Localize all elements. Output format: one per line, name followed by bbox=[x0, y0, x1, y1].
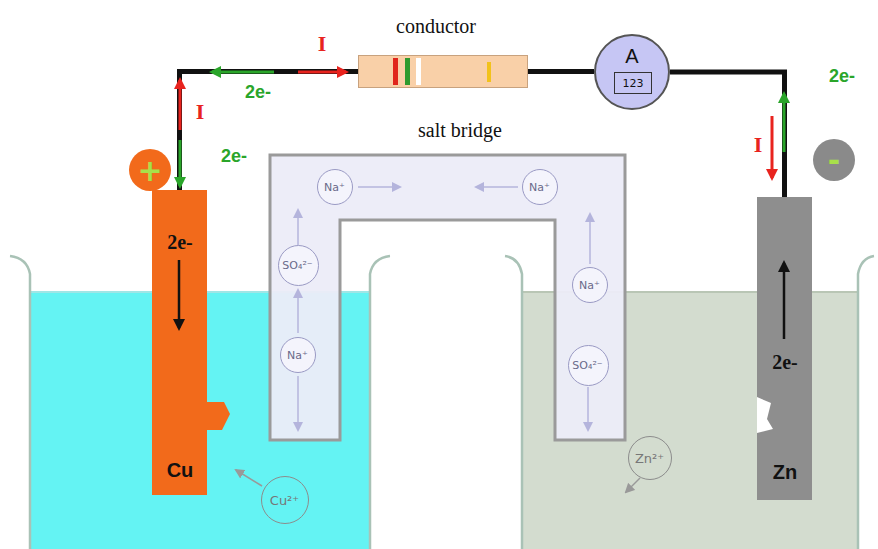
current-arrow bbox=[179, 80, 182, 130]
current-arrow bbox=[771, 116, 774, 178]
node-label: salt bridge bbox=[418, 119, 502, 142]
node-label: conductor bbox=[396, 15, 476, 38]
salt-bridge: salt bridgeNa⁺ Na⁺ SO₄²⁻ Na⁺ Na⁺ SO₄²⁻ bbox=[268, 118, 628, 443]
wire bbox=[528, 69, 594, 74]
ion-circle: Na⁺ bbox=[280, 337, 316, 373]
ammeter: A 123 bbox=[594, 34, 670, 110]
node-label: 2e- bbox=[167, 231, 193, 254]
electron-arrow bbox=[783, 94, 786, 152]
resistor: conductor bbox=[358, 55, 528, 88]
ion-circle: Cu²⁺ bbox=[261, 476, 309, 524]
node-label: Cu²⁺ bbox=[270, 492, 299, 507]
ion-circle: Na⁺ bbox=[522, 169, 558, 205]
zinc-electrode: 2e- Zn bbox=[757, 197, 812, 500]
wire bbox=[670, 72, 785, 197]
ion-arrow bbox=[626, 478, 640, 492]
ion-circle: SO₄²⁻ bbox=[278, 245, 319, 286]
electron-label: 2e- bbox=[221, 146, 247, 167]
node-label: Na⁺ bbox=[529, 180, 550, 193]
node-label: Zn²⁺ bbox=[635, 450, 664, 465]
ion-circle: Na⁺ bbox=[317, 169, 353, 205]
electron-arrow bbox=[179, 140, 182, 186]
copper-electrode: 2e- Cu bbox=[152, 190, 207, 495]
electron-label: 2e- bbox=[829, 66, 855, 87]
node-label: SO₄²⁻ bbox=[282, 258, 312, 271]
node-label: Cu bbox=[167, 459, 194, 482]
ion-circle: SO₄²⁻ bbox=[568, 345, 609, 386]
node-label: Na⁺ bbox=[579, 278, 600, 291]
node-label: Na⁺ bbox=[324, 180, 345, 193]
node-label: Na⁺ bbox=[287, 348, 308, 361]
ion-arrow bbox=[236, 470, 262, 486]
ammeter-display: 123 bbox=[614, 72, 652, 94]
zinc-electrode-shape bbox=[757, 197, 812, 500]
current-label: I bbox=[754, 132, 763, 158]
current-label: I bbox=[196, 99, 205, 125]
node-label: SO₄²⁻ bbox=[572, 358, 602, 371]
current-arrow bbox=[298, 71, 346, 74]
node-label: 123 bbox=[623, 77, 644, 90]
ion-circle: Zn²⁺ bbox=[628, 436, 672, 480]
node-label: + bbox=[137, 153, 162, 188]
electron-label: 2e- bbox=[245, 82, 271, 103]
negative-terminal: - bbox=[813, 139, 855, 181]
electron-arrow bbox=[212, 71, 274, 74]
node-label: 2e- bbox=[772, 351, 798, 374]
node-label: - bbox=[828, 143, 840, 178]
spacer bbox=[80, 80, 180, 130]
resistor-shape bbox=[359, 56, 527, 87]
node-label: A bbox=[625, 45, 638, 68]
positive-terminal: + bbox=[129, 149, 171, 191]
node-label: Zn bbox=[773, 461, 797, 484]
current-label: I bbox=[318, 31, 327, 57]
ion-circle: Na⁺ bbox=[572, 267, 608, 303]
